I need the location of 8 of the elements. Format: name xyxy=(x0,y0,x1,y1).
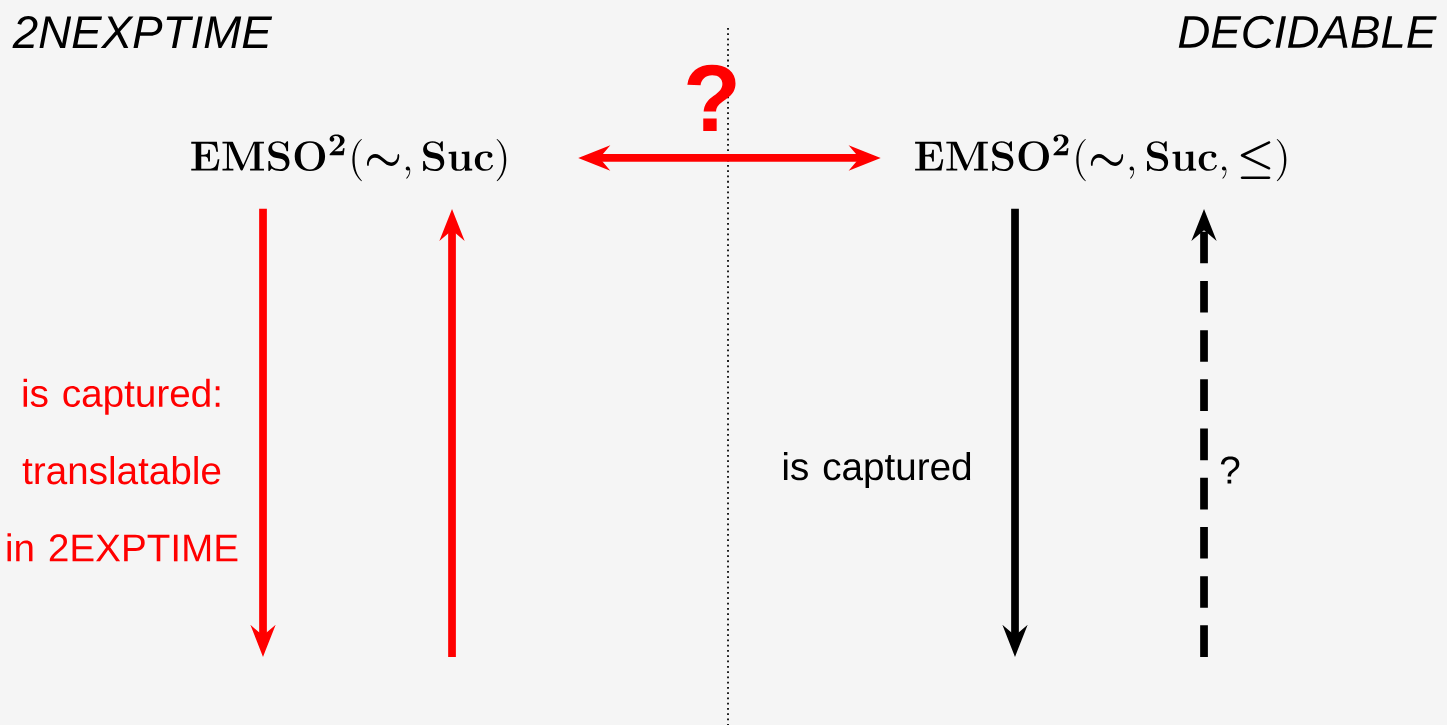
edge-label: ? xyxy=(1220,456,1240,484)
heading: 2NEXPTIME xyxy=(12,16,273,48)
formula: $\mathbf{EMSO^{2}(}{\boldsymbol{\sim}},\mathbf{Suc)}$ xyxy=(191,134,507,182)
edge-label: is captured xyxy=(784,452,971,488)
heading: DECIDABLE xyxy=(1178,15,1437,49)
formula: $\mathbf{EMSO^{2}(}{\boldsymbol{\sim}},\mathbf{Suc},{\boldsymbol{\leq}}\mathbf{)}$ xyxy=(915,134,1287,182)
edge-label: is captured: translatable in 2EXPTIME xyxy=(7,378,238,562)
edge-label: ? xyxy=(687,64,736,132)
